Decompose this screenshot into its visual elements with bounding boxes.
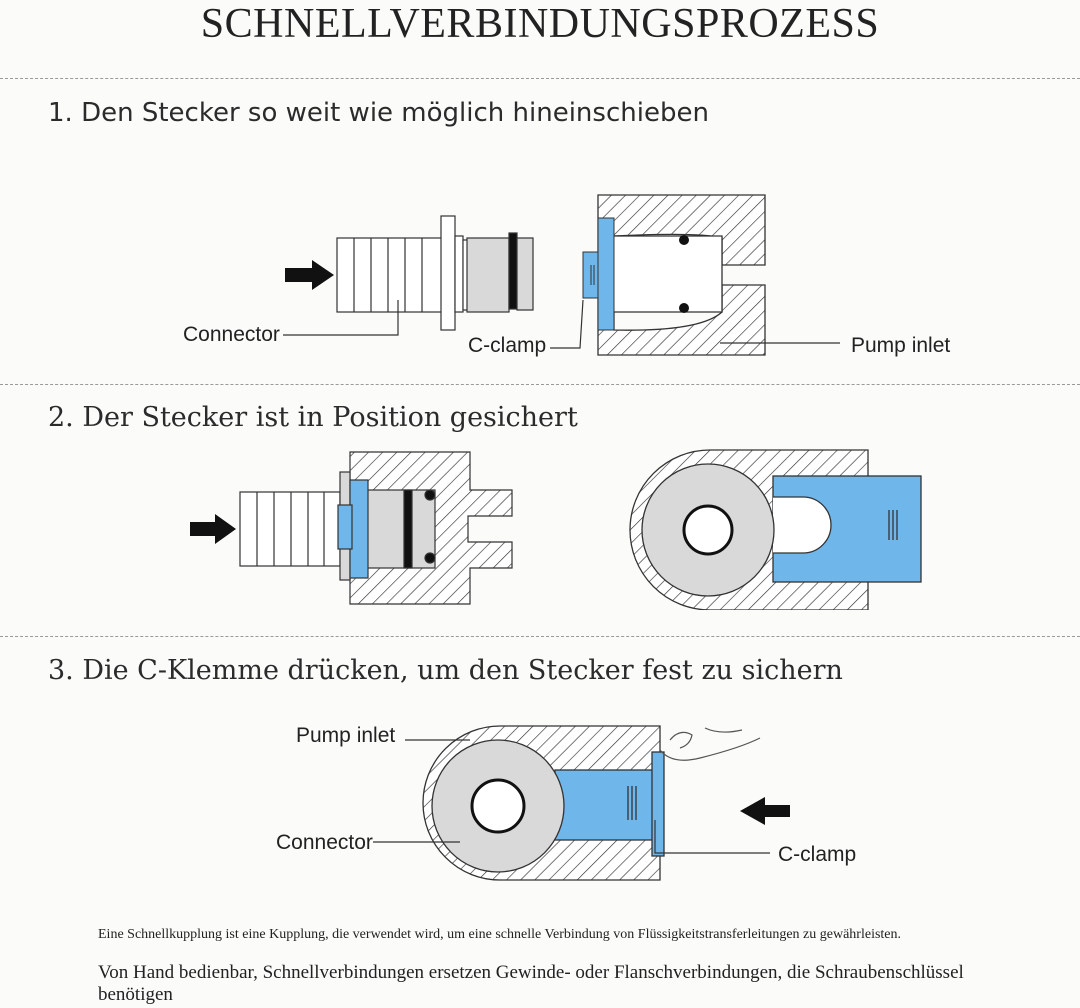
connector-label: Connector — [183, 323, 280, 346]
c-clamp-label: C-clamp — [778, 843, 856, 866]
pump-inlet-label: Pump inlet — [851, 334, 950, 357]
divider — [0, 636, 1080, 637]
pump-inlet-label: Pump inlet — [296, 724, 395, 747]
pump-inlet-section — [422, 725, 665, 881]
hand-icon — [659, 727, 761, 761]
push-arrow-icon — [285, 260, 334, 290]
step-3-heading: 3. Die C-Klemme drücken, um den Stecker … — [48, 655, 843, 686]
connector-label: Connector — [276, 831, 373, 854]
step-3-diagram: Pump inlet Connector C-clamp — [276, 724, 856, 881]
step-1-heading: 1. Den Stecker so weit wie möglich hinei… — [48, 98, 709, 128]
footer-note: Von Hand bedienbar, Schnellverbindungen … — [98, 962, 964, 1005]
page-title: SCHNELLVERBINDUNGSPROZESS — [200, 1, 880, 47]
push-arrow-icon — [740, 797, 790, 825]
divider — [0, 78, 1080, 79]
push-arrow-icon — [190, 514, 236, 544]
step-2-heading: 2. Der Stecker ist in Position gesichert — [48, 402, 578, 433]
divider — [0, 384, 1080, 385]
connector-inserted — [239, 451, 513, 605]
pump-inlet-body — [582, 194, 766, 356]
step-2-diagram — [190, 449, 922, 610]
step-1-diagram: Connector C-clamp Pump inlet — [183, 194, 950, 357]
footer-description: Eine Schnellkupplung ist eine Kupplung, … — [98, 927, 902, 942]
connector-barb — [336, 215, 534, 331]
pump-inlet-section — [629, 449, 922, 610]
c-clamp-label: C-clamp — [468, 334, 546, 357]
